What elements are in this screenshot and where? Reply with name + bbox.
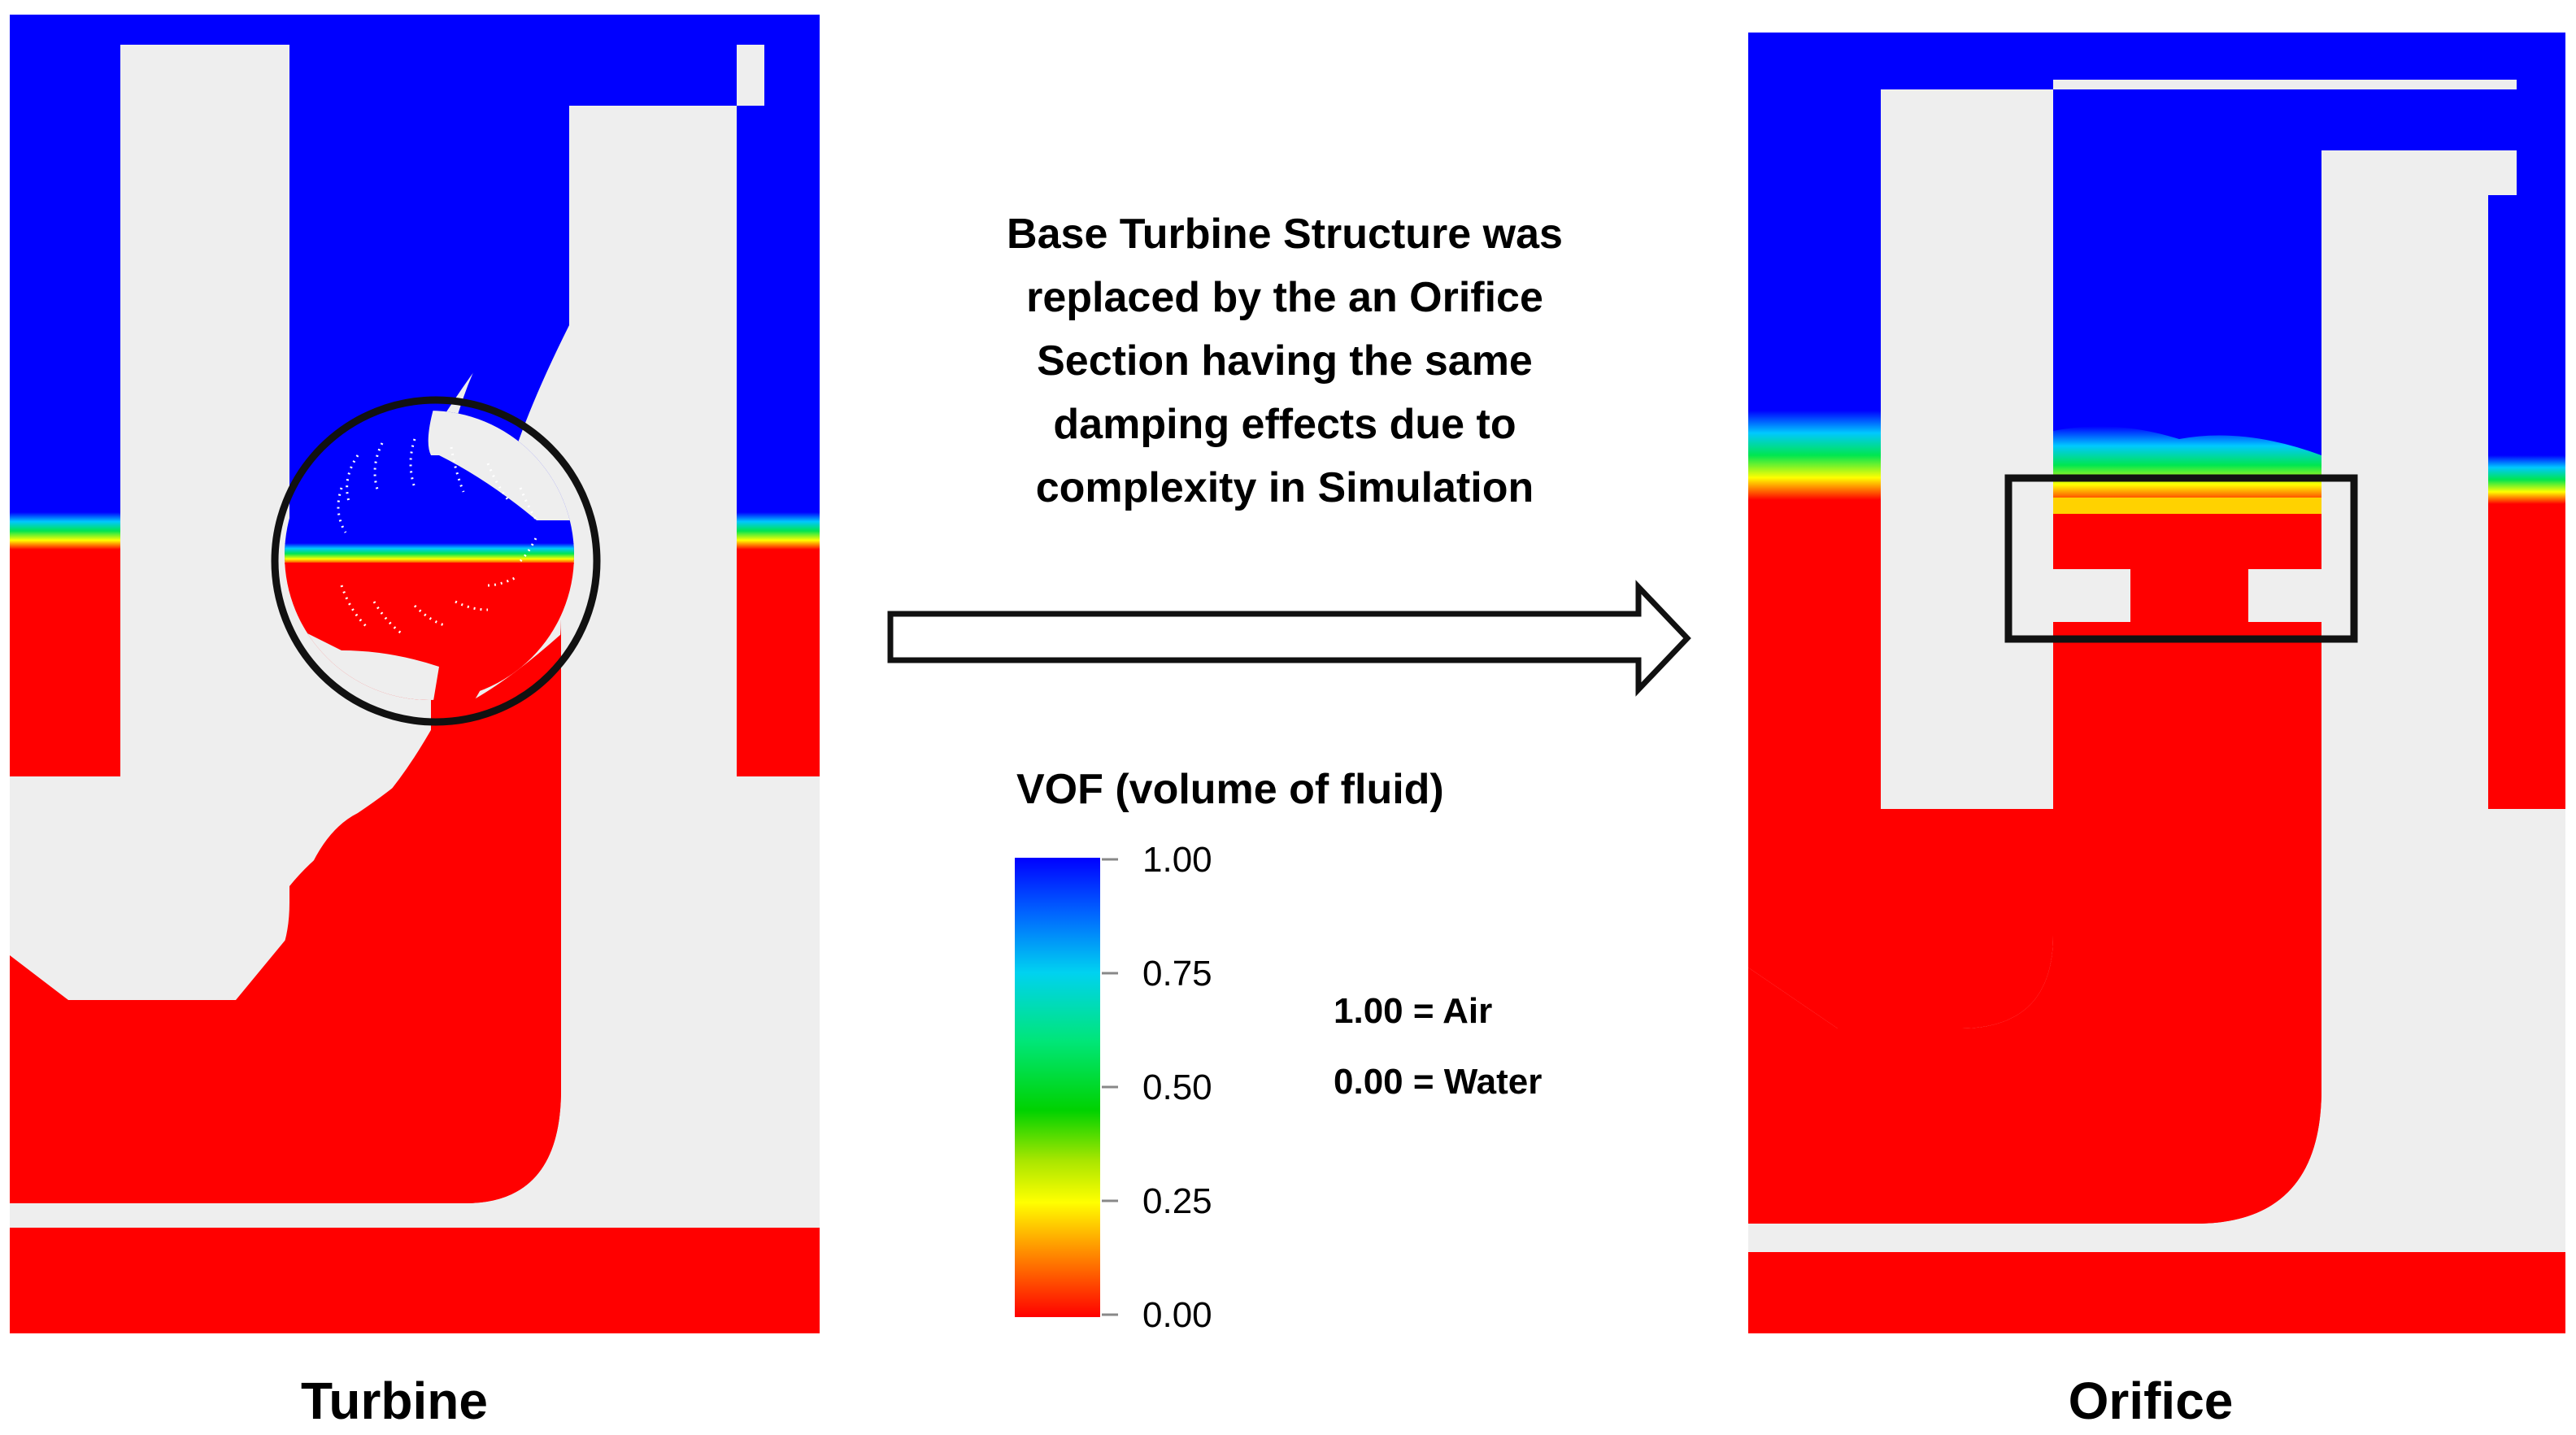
colorbar-tick-label: 0.50 [1142,1068,1212,1107]
colorbar-tick-label: 0.00 [1142,1295,1212,1335]
turbine-simulation-panel [10,15,820,1333]
replacement-arrow [887,580,1691,697]
colorbar-tick-label: 0.25 [1142,1181,1212,1221]
annotation-text: Base Turbine Structure was replaced by t… [1007,211,1563,511]
annotation-line-1: Base Turbine Structure was [1007,211,1563,258]
draft-tube-water [10,634,561,1203]
legend-air: 1.00 = Air [1334,991,1492,1031]
annotation-line-5: complexity in Simulation [1036,464,1534,511]
colorbar-title: VOF (volume of fluid) [1016,766,1444,813]
orifice-simulation-panel [1748,33,2565,1333]
orifice-caption: Orifice [2069,1372,2234,1430]
turbine-highlight-circle [271,396,601,726]
orifice-highlight-box [2004,474,2358,643]
runner-blades [337,438,538,636]
bottom-water [10,1232,820,1333]
legend-water: 0.00 = Water [1334,1062,1542,1102]
vof-colorbar: VOF (volume of fluid) 1.00 0.75 0.50 0.2… [1015,766,1444,1335]
turbine-caption: Turbine [301,1372,488,1430]
colorbar-gradient [1015,858,1100,1317]
colorbar-tick-label: 1.00 [1142,840,1212,880]
annotation-line-3: Section having the same [1037,337,1533,385]
annotation-line-4: damping effects due to [1053,401,1516,448]
colorbar-tick-label: 0.75 [1142,954,1212,994]
annotation-line-2: replaced by the an Orifice [1026,274,1543,321]
